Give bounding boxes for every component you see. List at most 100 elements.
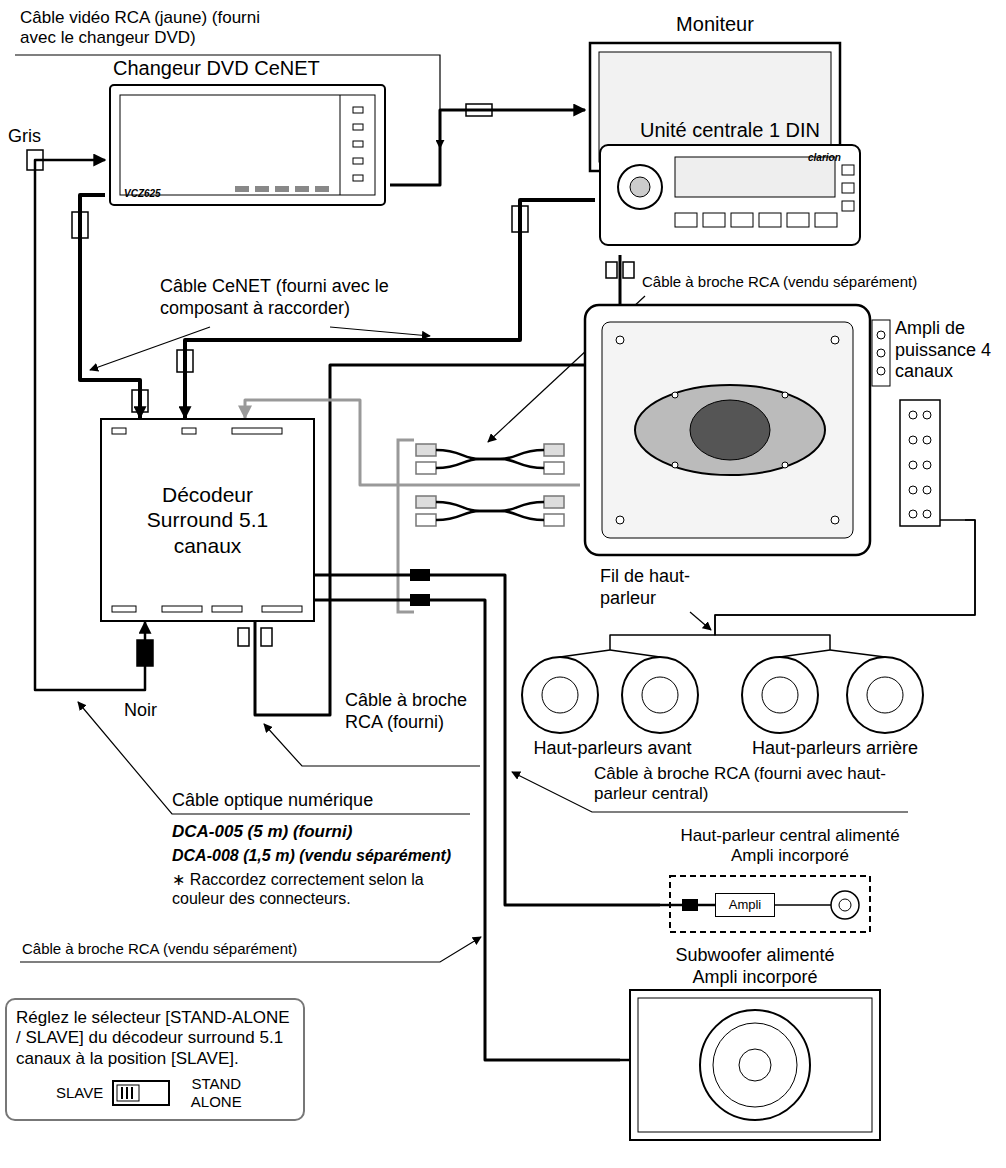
illustration-part — [416, 496, 436, 508]
illustration-part — [620, 1059, 630, 1062]
switch-part — [113, 1081, 169, 1105]
device-illustration — [102, 420, 313, 620]
rear-speakers: Haut-parleurs arrière — [735, 650, 935, 760]
connector-color: Noir — [124, 700, 157, 722]
illustration-part — [940, 519, 965, 521]
illustration-part — [606, 262, 617, 278]
illustration-part — [830, 650, 885, 657]
switch-part — [126, 1087, 128, 1099]
dvd-changer-box: Changeur DVD CeNET — [105, 52, 390, 210]
cable-label: Câble optique numérique — [172, 790, 373, 812]
illustration-part — [909, 486, 917, 494]
illustration-part — [780, 650, 830, 657]
front-speakers: Haut-parleurs avant — [515, 650, 710, 760]
illustration-part — [923, 510, 931, 518]
illustration-part — [20, 937, 481, 962]
illustration-part — [212, 606, 242, 612]
illustration-part — [787, 213, 809, 227]
illustration-part — [398, 440, 414, 612]
illustration-part — [275, 186, 289, 192]
illustration-part — [867, 677, 903, 713]
illustration-part — [642, 677, 678, 713]
illustration-part — [616, 516, 624, 524]
connector-color: Gris — [8, 126, 41, 148]
illustration-part — [700, 1010, 810, 1120]
note-box: Réglez le sélecteur [STAND-ALONE / SLAVE… — [5, 998, 305, 1121]
cable-label: Câble à broche RCA (fourni avec haut-par… — [594, 764, 914, 805]
cable-label: Câble à broche RCA (fourni) — [345, 690, 477, 733]
illustration-part — [660, 904, 715, 907]
amp-box: Ampli — [715, 893, 775, 917]
illustration-part — [831, 516, 839, 524]
node-label: Moniteur — [585, 8, 845, 36]
amplifier-box: Ampli de puissance 4 canaux — [580, 300, 965, 560]
illustration-part — [232, 428, 282, 434]
illustration-part — [600, 145, 860, 245]
node-label: Subwoofer alimenté Ampli incorporé — [655, 945, 855, 988]
illustration-part — [900, 400, 940, 526]
node-label: Unité centrale 1 DIN — [595, 115, 865, 142]
device-illustration — [620, 945, 890, 1145]
illustration-part — [877, 331, 885, 339]
illustration-part — [618, 165, 662, 209]
illustration-part — [255, 186, 269, 192]
illustration-part — [842, 201, 854, 211]
illustration-part — [353, 107, 363, 181]
illustration-part — [742, 657, 818, 733]
illustration-part — [775, 904, 831, 906]
illustration-part — [909, 510, 917, 518]
illustration-part — [877, 367, 885, 375]
switch-label: STAND ALONE — [181, 1075, 251, 1111]
node-label: Haut-parleur central alimenté Ampli inco… — [660, 826, 920, 867]
illustration-part — [110, 85, 385, 205]
node-label: Ampli — [716, 897, 774, 913]
device-illustration — [105, 52, 390, 210]
illustration-part — [782, 392, 788, 398]
illustration-part — [112, 428, 126, 434]
decoder-box: Décodeur Surround 5.1 canaux — [100, 418, 315, 622]
illustration-part — [416, 514, 436, 526]
illustration-part — [599, 52, 831, 162]
illustration-part — [522, 657, 598, 733]
illustration-part — [847, 657, 923, 733]
illustration-part — [675, 157, 835, 197]
device-illustration — [660, 826, 920, 936]
illustration-part — [909, 436, 917, 444]
illustration-part — [690, 400, 770, 460]
illustration-part — [315, 186, 329, 192]
illustration-part — [120, 95, 375, 195]
illustration-part — [759, 213, 781, 227]
illustration-part — [635, 385, 825, 475]
cable-label: Câble à broche RCA (vendu séparément) — [22, 940, 297, 958]
illustration-part — [842, 183, 854, 193]
node-label: Haut-parleurs avant — [515, 738, 710, 760]
subwoofer-box: Subwoofer alimenté Ampli incorporé — [620, 945, 890, 1145]
cable-connector — [390, 110, 585, 185]
illustration-part — [112, 428, 302, 612]
device-illustration — [595, 115, 865, 255]
illustration-part — [15, 55, 440, 148]
illustration-part — [630, 177, 650, 197]
illustration-part — [544, 462, 564, 474]
illustration-part — [630, 990, 880, 1140]
head-unit-box: Unité centrale 1 DIN — [595, 115, 865, 255]
illustration-part — [739, 1049, 771, 1081]
illustration-part — [675, 213, 697, 227]
illustration-part — [923, 436, 931, 444]
illustration-part — [353, 107, 363, 113]
illustration-part — [353, 124, 363, 130]
illustration-part — [842, 165, 854, 175]
note: ∗ Raccordez correctement selon la couleu… — [172, 870, 462, 908]
illustration-part — [416, 444, 436, 456]
illustration-part — [436, 511, 544, 520]
cable-label: Câble à broche RCA (vendu séparément) — [642, 273, 917, 291]
illustration-part — [262, 606, 302, 612]
illustration-part — [877, 331, 931, 518]
part-number: DCA-008 (1,5 m) (vendu séparément) — [172, 846, 451, 865]
leader-lines — [15, 55, 908, 962]
device-illustration — [735, 650, 935, 760]
cable-connector — [185, 200, 595, 418]
illustration-part — [682, 899, 698, 911]
